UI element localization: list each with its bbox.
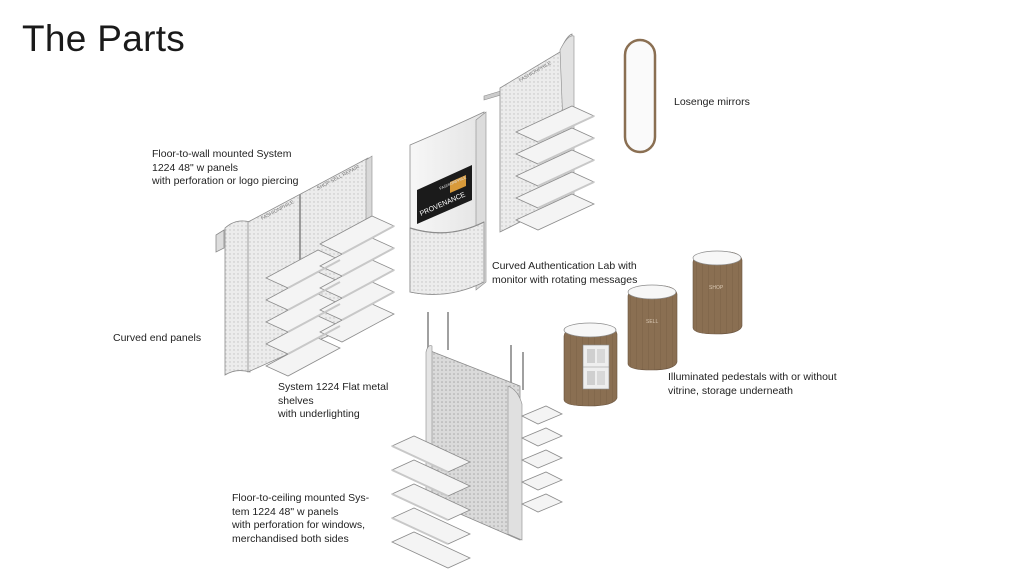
label-end-panels: Curved end panels <box>113 332 202 344</box>
curved-end-panel <box>224 220 251 376</box>
label-ceiling-system: Floor-to-ceiling mounted Sys- tem 1224 4… <box>232 492 370 545</box>
wall-mounted-system: FASHIONPHILE SHOP SELL REPAIR <box>215 155 395 377</box>
label-flat-shelves: System 1224 Flat metal shelves with unde… <box>278 381 389 420</box>
authentication-lab: PROVENANCE FASHIONPHILE <box>409 111 487 295</box>
label-auth-lab: Curved Authentication Lab with monitor w… <box>492 260 638 286</box>
pedestal-sell-text: SELL <box>646 319 658 325</box>
ceiling-mounted-system <box>391 312 563 569</box>
page-title: The Parts <box>22 18 186 59</box>
label-pedestals: Illuminated pedestals with or without vi… <box>668 371 837 397</box>
label-mirrors: Losenge mirrors <box>674 96 750 108</box>
illuminated-pedestals: SHOP SELL <box>563 250 743 407</box>
label-wall-system: Floor-to-wall mounted System 1224 48" w … <box>152 148 299 187</box>
back-wall-system: FASHIONPHILE <box>483 33 595 233</box>
pedestal-shop-text: SHOP <box>709 285 724 291</box>
losenge-mirror <box>623 38 657 154</box>
